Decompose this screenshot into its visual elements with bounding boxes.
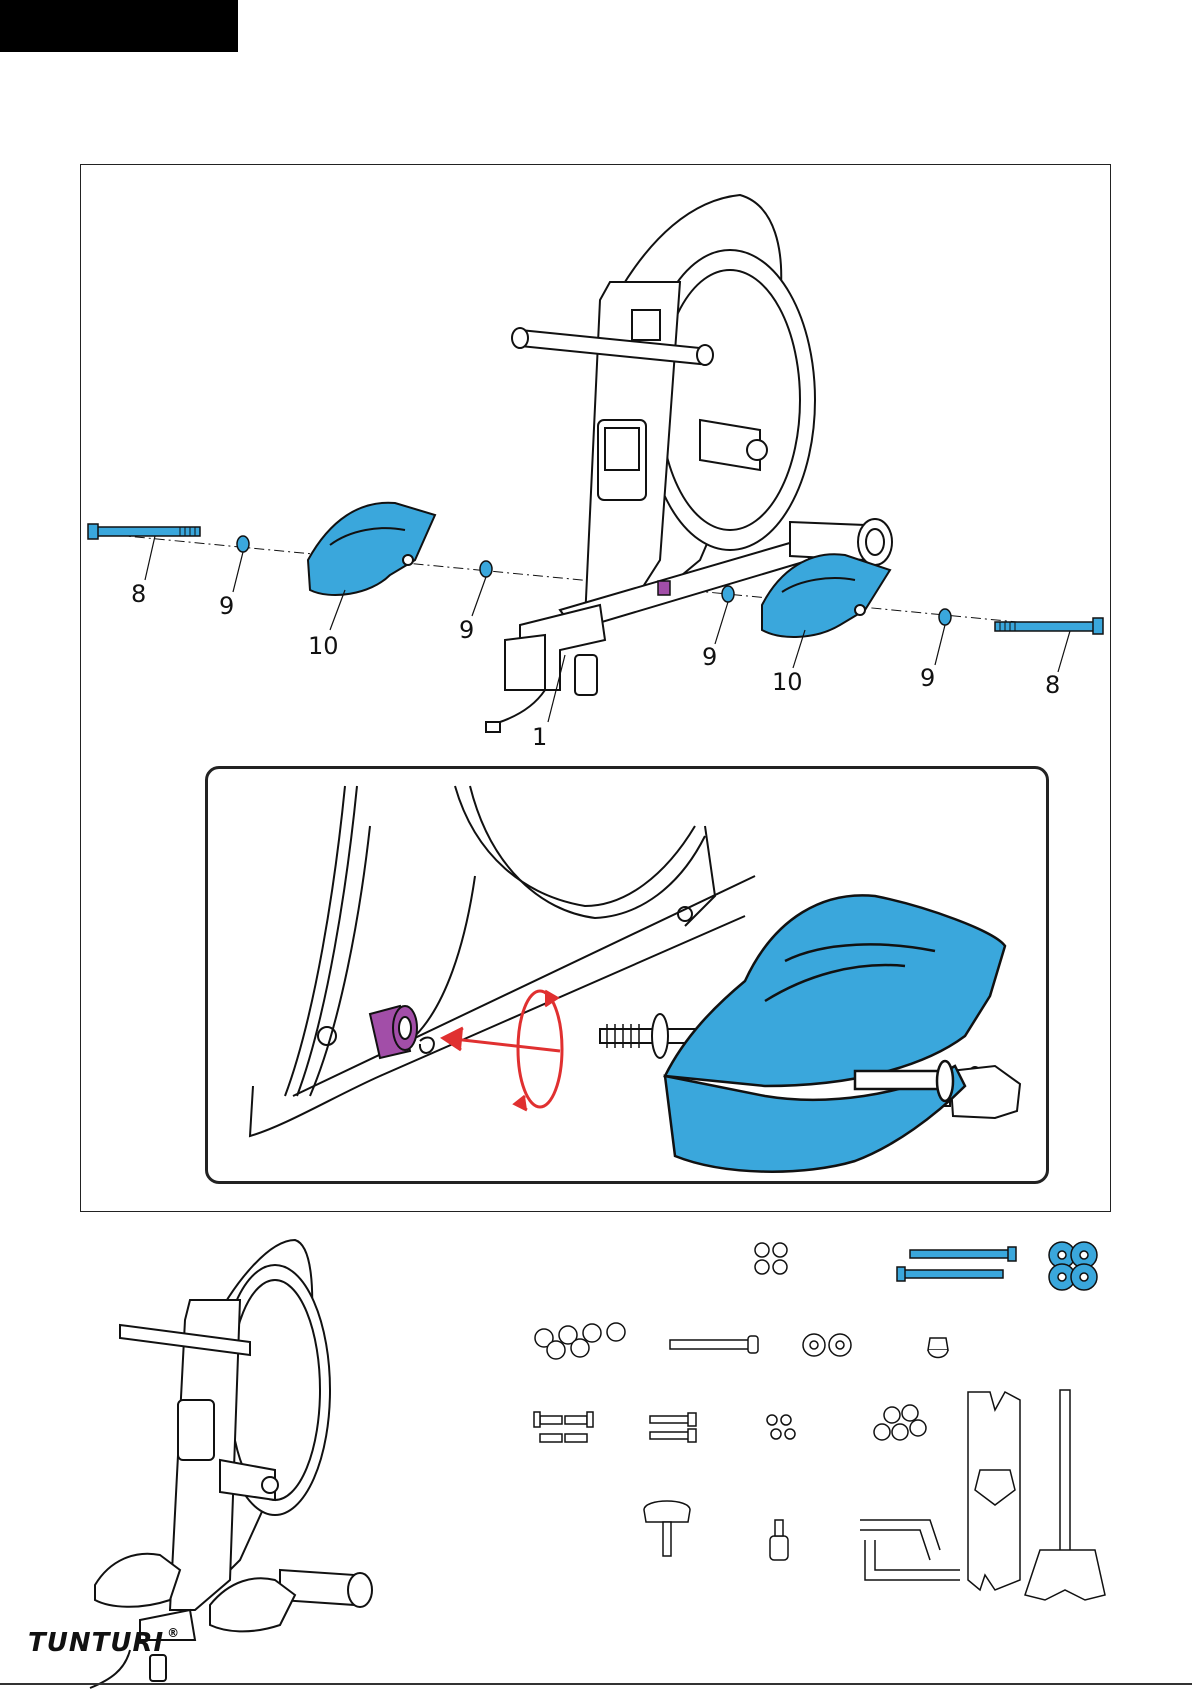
callout-pedal-right: 10 [772, 668, 803, 696]
brand-logo: TUNTURI® [28, 1628, 180, 1658]
callout-washer-right-inner: 9 [702, 643, 717, 671]
short-bolts-icon [534, 1412, 593, 1442]
foot-pedal-left [308, 503, 435, 595]
rowing-machine-drawing [486, 195, 892, 732]
end-cap-icon [770, 1520, 788, 1560]
washer-pair-icon [803, 1334, 851, 1356]
washer-icon [1049, 1242, 1097, 1290]
rotate-arrow-icon [443, 991, 562, 1110]
callout-washer-right-outer: 9 [920, 664, 935, 692]
bushing [658, 581, 670, 595]
flat-washers-icon [535, 1323, 625, 1359]
assembled-machine-drawing [80, 1230, 380, 1690]
callout-washer-left-outer: 9 [219, 592, 234, 620]
washer-set-icon [874, 1405, 926, 1440]
callout-bolt-right: 8 [1045, 671, 1060, 699]
bushing-detail [370, 1006, 434, 1058]
split-washers-icon [767, 1415, 795, 1439]
hardware-kit [520, 1220, 1120, 1690]
main-assembly-drawing: 8 9 10 9 9 10 9 8 1 [0, 0, 1192, 760]
cap-nut-icon [928, 1338, 948, 1358]
detail-inset-drawing [205, 766, 1049, 1184]
brand-logo-text: TUNTURI [28, 1628, 164, 1658]
bolt-right [995, 618, 1103, 634]
foot-pedal-detail [665, 895, 1005, 1171]
registered-mark: ® [167, 1626, 180, 1640]
multi-tool-icon [1025, 1390, 1105, 1600]
wrench-icon [968, 1392, 1020, 1590]
callout-washer-left-inner: 9 [459, 616, 474, 644]
bolt-left [88, 524, 200, 539]
callout-bolt-left: 8 [131, 580, 146, 608]
bolt-icon [670, 1336, 758, 1353]
callout-pedal-left: 10 [308, 632, 339, 660]
callout-frame: 1 [532, 723, 547, 751]
knob-icon [644, 1501, 690, 1556]
screws-icon [650, 1413, 696, 1442]
bolt-icon [897, 1247, 1016, 1281]
lock-washers-icon [755, 1243, 787, 1274]
allen-key-icon [860, 1520, 960, 1580]
